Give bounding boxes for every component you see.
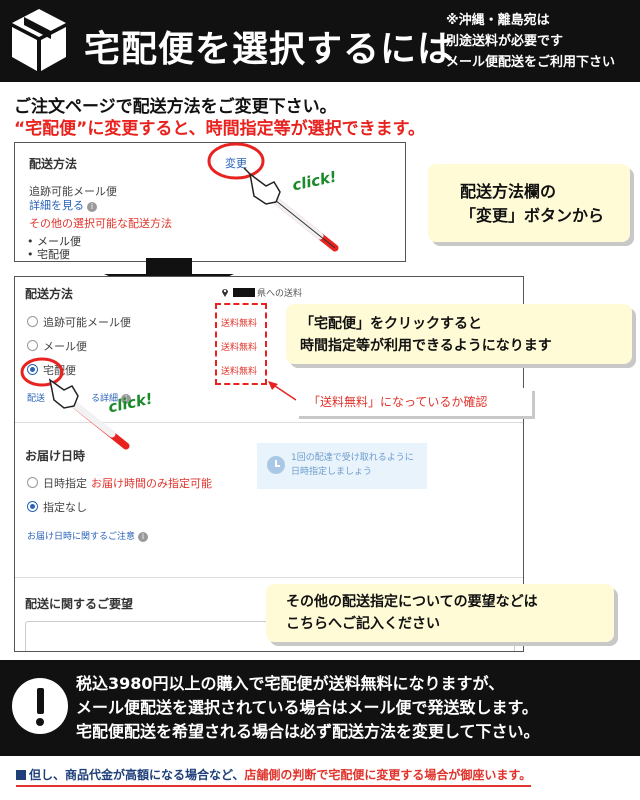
info-icon: i: [138, 532, 149, 542]
square-bullet-icon: [16, 770, 26, 780]
free-shipping-hint: 「送料無料」になっているか確認: [296, 388, 532, 416]
warning-text: 税込3980円以上の購入で宅配便が送料無料になりますが、 メール便配送を選択され…: [76, 672, 540, 744]
radio-mail[interactable]: メール便: [27, 338, 87, 354]
header-note-line: メール便配送をご利用下さい: [446, 55, 616, 70]
selected-method: 追跡可能メール便: [29, 185, 117, 198]
callout-line: 「宅配便」をクリックすると: [300, 316, 482, 332]
arrow-icon: [268, 381, 297, 401]
radio-tracked-mail[interactable]: 追跡可能メール便: [27, 314, 131, 330]
list-item: • メール便: [27, 235, 81, 248]
shipping-fee: 送料無料: [221, 367, 258, 377]
radio-button[interactable]: [27, 316, 38, 327]
time-note: お届け時間のみ指定可能: [91, 477, 212, 490]
callout-takuhaibin: 「宅配便」をクリックすると 時間指定等が利用できるようになります: [286, 304, 632, 364]
callout-line: 時間指定等が利用できるようになります: [300, 338, 552, 354]
other-methods-heading: その他の選択可能な配送方法: [29, 217, 172, 230]
panel-title: 配送方法: [25, 287, 74, 301]
pointing-hand-icon: [243, 167, 339, 252]
redacted-prefecture: [233, 288, 255, 297]
header-note-line: ※沖縄・離島宛は: [446, 13, 550, 28]
intro-highlight: “宅配便”に変更すると、時間指定等が選択できます。: [14, 119, 425, 139]
radio-takuhaibin[interactable]: 宅配便: [27, 362, 76, 378]
warning-line: 宅配便配送を希望される場合は必ず配送方法を変更して下さい。: [76, 722, 540, 741]
warning-banner: 税込3980円以上の購入で宅配便が送料無料になりますが、 メール便配送を選択され…: [0, 660, 640, 756]
header-note: ※沖縄・離島宛は 別途送料が必要です メール便配送をご利用下さい: [446, 10, 636, 73]
clock-icon: [267, 456, 285, 474]
exclamation-icon: [12, 678, 68, 734]
radio-label: 追跡可能メール便: [43, 316, 131, 329]
radio-button-selected[interactable]: [27, 364, 38, 375]
radio-label: 指定なし: [43, 501, 87, 514]
detail-link-label[interactable]: 詳細を見る: [29, 199, 84, 212]
radio-button-selected[interactable]: [27, 501, 38, 512]
radio-button[interactable]: [27, 477, 38, 488]
free-shipping-highlight: [215, 303, 267, 385]
radio-label: 宅配便: [43, 364, 76, 377]
change-link[interactable]: 変更: [225, 157, 247, 170]
tip-line: 日時指定しましょう: [291, 467, 373, 477]
panel-title: 配送方法: [29, 157, 78, 171]
callout-change-button: 配送方法欄の 「変更」ボタンから: [428, 164, 630, 242]
method-list: • メール便 • 宅配便: [27, 235, 81, 261]
callout-line: 「変更」ボタンから: [460, 206, 605, 225]
package-box-icon: [12, 9, 66, 71]
callout-line: 配送方法欄の: [460, 182, 557, 201]
red-circle-highlight: [20, 357, 64, 387]
delivery-date-heading: お届け日時: [25, 449, 86, 463]
list-item: • 宅配便: [27, 248, 70, 261]
location-pin-icon: [222, 289, 228, 297]
shipping-fee: 送料無料: [221, 319, 258, 329]
pointing-hand-icon: [48, 378, 130, 450]
radio-no-preference[interactable]: 指定なし: [27, 499, 87, 515]
radio-label: 日時指定: [43, 477, 87, 490]
warning-line: 税込3980円以上の購入で宅配便が送料無料になりますが、: [76, 674, 505, 693]
divider: [15, 577, 523, 578]
header-note-line: 別途送料が必要です: [446, 34, 564, 49]
callout-line: こちらへご記入ください: [286, 616, 440, 632]
divider: [15, 422, 523, 423]
radio-button[interactable]: [27, 340, 38, 351]
intro-instruction: ご注文ページで配送方法をご変更下さい。: [14, 97, 337, 117]
shipping-fee-destination: 県への送料: [257, 289, 303, 299]
radio-label: メール便: [43, 340, 87, 353]
shipping-fee: 送料無料: [221, 343, 258, 353]
header-banner: 宅配便を選択するには ※沖縄・離島宛は 別途送料が必要です メール便配送をご利用…: [0, 0, 640, 82]
info-icon: i: [121, 394, 132, 404]
delivery-tip-box: 1回の配達で受け取れるように 日時指定しましょう: [257, 443, 427, 489]
footer-note: 但し、商品代金が高額になる場合など、店舗側の判断で宅配便に変更する場合が御座いま…: [16, 766, 532, 787]
callout-line: その他の配送指定についての要望などは: [286, 594, 538, 610]
warning-line: メール便配送を選択されている場合はメール便で発送致します。: [76, 698, 538, 717]
page-title: 宅配便を選択するには: [84, 29, 455, 70]
tip-line: 1回の配達で受け取れるように: [291, 453, 414, 463]
info-icon: i: [87, 202, 97, 212]
callout-request: その他の配送指定についての要望などは こちらへご記入ください: [266, 584, 614, 642]
delivery-request-heading: 配送に関するご要望: [25, 597, 134, 611]
radio-date-time[interactable]: 日時指定お届け時間のみ指定可能: [27, 475, 212, 491]
red-circle-highlight: [207, 142, 265, 180]
